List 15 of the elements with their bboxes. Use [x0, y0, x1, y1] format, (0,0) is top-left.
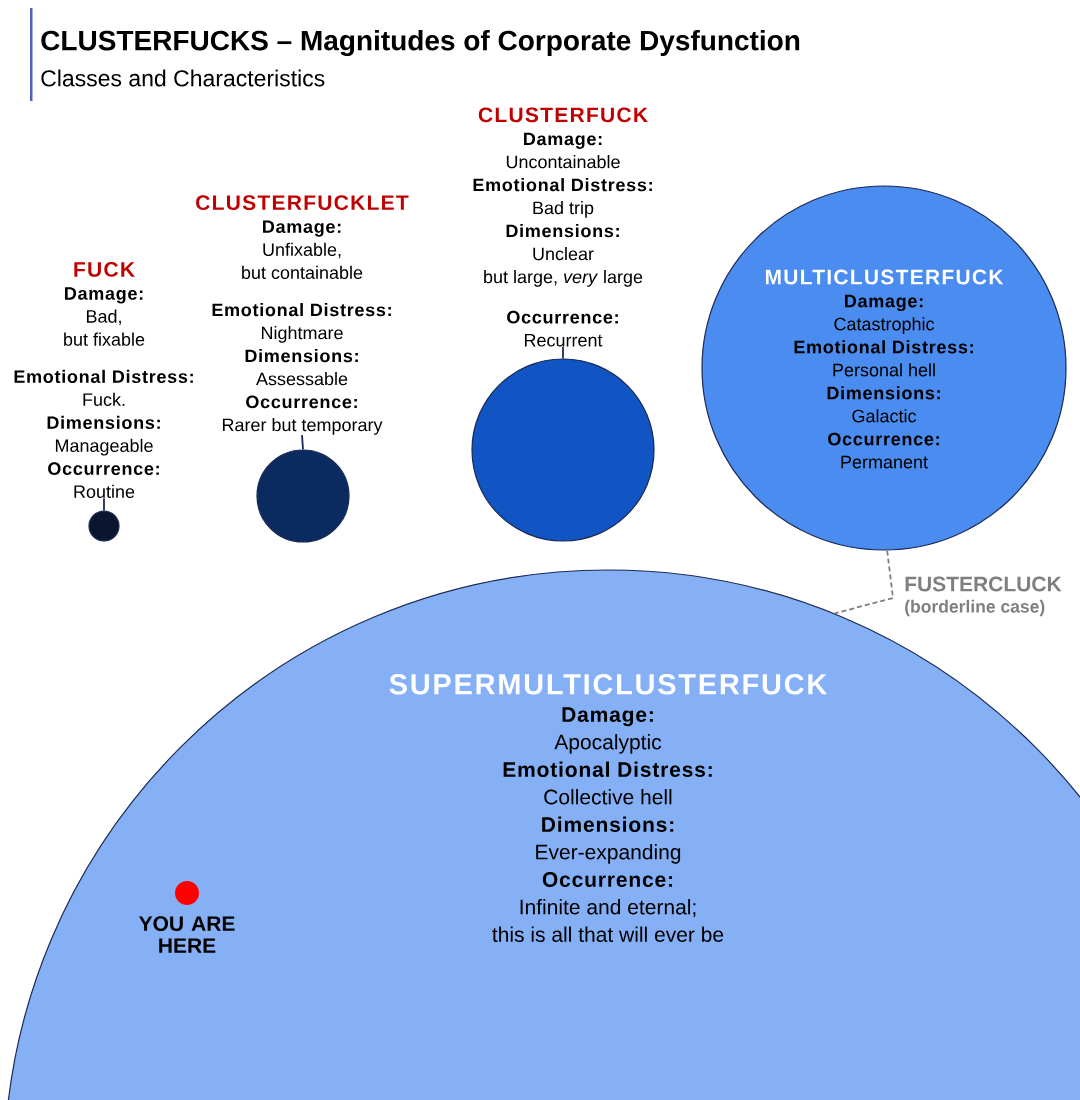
class-description: CLUSTERFUCKLET Damage: Unfixable, but containable Emotional Distress: Nightmare Dimensions: Assessable Occurrence: Rarer but temporary [196, 195, 409, 435]
leader-line [103, 497, 105, 512]
leader-line [301, 434, 304, 451]
callout-label: FUSTERCLUCK [905, 576, 1062, 592]
class-circle [471, 358, 655, 542]
subtitle: Classes and Characteristics [41, 69, 325, 87]
class-description: CLUSTERFUCK Damage: Uncontainable Emotional Distress: Bad trip Dimensions: Unclear but large, very large Occurrence: Recurrent [473, 107, 652, 347]
class-description: FUCK Damage: Bad, but fixable Emotional Distress: Fuck. Dimensions: Manageable Occurrence: Routine [14, 262, 193, 499]
class-circle [256, 449, 350, 543]
leader-line [562, 345, 564, 360]
title: CLUSTERFUCKS – Magnitudes of Corporate Dysfunction [41, 29, 800, 57]
callout-note: (borderline case) [905, 599, 1045, 617]
location-label: YOU ARE HERE [138, 916, 235, 953]
dashed-connector [833, 549, 894, 615]
class-circle [88, 510, 120, 542]
